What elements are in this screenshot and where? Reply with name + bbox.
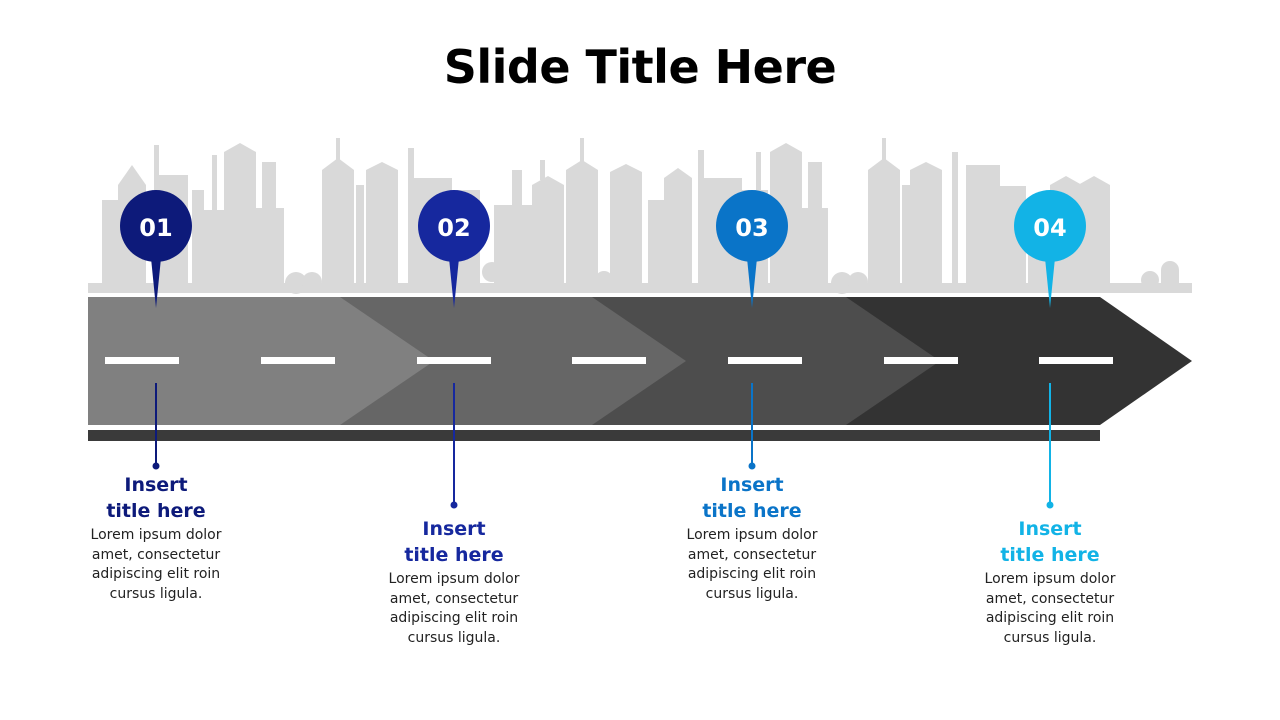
step-01-number: 01 — [139, 214, 172, 242]
step-04-text: Insert title here Lorem ipsum dolor amet… — [960, 516, 1140, 648]
road-curb — [88, 430, 1100, 441]
step-03-number: 03 — [735, 214, 768, 242]
road-arrow-graphic — [88, 297, 1192, 441]
step-02-description: Lorem ipsum dolor amet, consectetur adip… — [388, 571, 520, 646]
step-04-description: Lorem ipsum dolor amet, consectetur adip… — [984, 571, 1116, 646]
step-01-description: Lorem ipsum dolor amet, consectetur adip… — [90, 527, 222, 602]
step-02-text: Insert title here Lorem ipsum dolor amet… — [364, 516, 544, 648]
step-01-marker: 01 — [120, 190, 192, 470]
step-03-description: Lorem ipsum dolor amet, consectetur adip… — [686, 527, 818, 602]
lane-markings — [105, 357, 1113, 364]
step-03-marker: 03 — [716, 190, 788, 470]
step-04-title: Insert title here — [1000, 518, 1100, 566]
step-02-marker: 02 — [418, 190, 490, 509]
slide-title: Slide Title Here — [443, 40, 837, 94]
step-01-title: Insert title here — [106, 474, 206, 522]
step-01-text: Insert title here Lorem ipsum dolor amet… — [66, 472, 246, 604]
step-02-title: Insert title here — [404, 518, 504, 566]
step-03-text: Insert title here Lorem ipsum dolor amet… — [662, 472, 842, 604]
step-02-number: 02 — [437, 214, 470, 242]
step-04-marker: 04 — [1014, 190, 1086, 509]
step-04-number: 04 — [1033, 214, 1066, 242]
step-03-title: Insert title here — [702, 474, 802, 522]
